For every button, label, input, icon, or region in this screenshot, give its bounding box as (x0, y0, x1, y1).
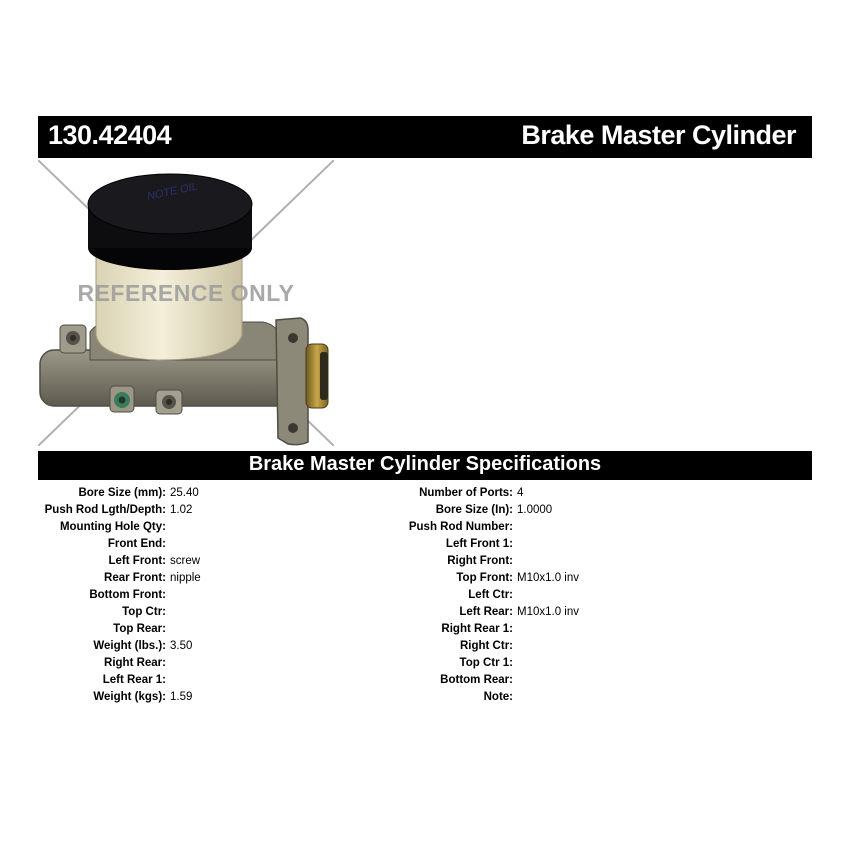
spec-row: Mounting Hole Qty: (38, 519, 338, 536)
specs-title: Brake Master Cylinder Specifications (248, 453, 602, 475)
watermark: REFERENCE ONLY (77, 280, 294, 306)
spec-label: Top Rear: (113, 623, 166, 635)
specs-title-bar: Brake Master Cylinder Specifications (38, 451, 812, 480)
spec-row: Number of Ports: 4 (350, 485, 650, 502)
spec-label: Left Ctr: (468, 589, 513, 601)
spec-value: 1.0000 (517, 504, 553, 516)
title-bar: 130.42404 Brake Master Cylinder (38, 116, 812, 158)
spec-label: Left Rear 1: (102, 674, 166, 686)
spec-label: Mounting Hole Qty: (59, 521, 166, 533)
spec-row: Top Front: M10x1.0 inv (350, 570, 650, 587)
spec-row: Left Ctr: (350, 587, 650, 604)
spec-label: Left Front 1: (445, 538, 513, 550)
port-fitting (109, 385, 135, 413)
spec-label: Bottom Rear: (440, 674, 513, 686)
part-name: Brake Master Cylinder (521, 120, 796, 150)
spec-row: Front End: (38, 536, 338, 553)
spec-label: Top Ctr 1: (459, 657, 513, 669)
spec-row: Left Front: screw (38, 553, 338, 570)
spec-label: Bore Size (mm): (78, 487, 166, 499)
spec-row: Right Rear 1: (350, 621, 650, 638)
spec-value: screw (170, 555, 201, 567)
spec-row: Note: (350, 689, 650, 706)
spec-row: Left Rear 1: (38, 672, 338, 689)
spec-value: 25.40 (170, 487, 199, 499)
spec-label: Right Ctr: (459, 640, 513, 652)
mounting-flange (275, 317, 309, 446)
spec-label: Front End: (107, 538, 166, 550)
spec-row: Rear Front: nipple (38, 570, 338, 587)
reservoir-cap: NOTE OIL (87, 173, 253, 270)
spec-row: Bore Size (mm): 25.40 (38, 485, 338, 502)
spec-row: Left Front 1: (350, 536, 650, 553)
spec-label: Bore Size (In): (435, 504, 513, 516)
fluid-reservoir (95, 239, 243, 361)
spec-row: Bottom Rear: (350, 672, 650, 689)
spec-row: Bottom Front: (38, 587, 338, 604)
spec-label: Note: (483, 691, 513, 703)
spec-row: Weight (kgs): 1.59 (38, 689, 338, 706)
spec-value: 1.59 (170, 691, 193, 703)
spec-label: Left Rear: (459, 606, 513, 618)
spec-label: Bottom Front: (89, 589, 166, 601)
spec-value: M10x1.0 inv (517, 572, 580, 584)
spec-label: Rear Front: (104, 572, 166, 584)
spec-label: Right Rear: (104, 657, 166, 669)
spec-row: Push Rod Number: (350, 519, 650, 536)
specs-right-column: Number of Ports:4 Bore Size (In):1.0000 … (350, 485, 650, 706)
product-image: NOTE OIL REFERENCE ONLY (38, 160, 334, 446)
spec-label: Weight (lbs.): (93, 640, 166, 652)
spec-row: Right Rear: (38, 655, 338, 672)
spec-value: 3.50 (170, 640, 193, 652)
spec-value: 1.02 (170, 504, 193, 516)
spec-value: nipple (170, 572, 201, 584)
spec-value: M10x1.0 inv (517, 606, 580, 618)
spec-row: Left Rear: M10x1.0 inv (350, 604, 650, 621)
spec-row: Top Rear: (38, 621, 338, 638)
spec-label: Left Front: (108, 555, 166, 567)
spec-row: Right Ctr: (350, 638, 650, 655)
spec-row: Weight (lbs.): 3.50 (38, 638, 338, 655)
spec-row: Push Rod Lgth/Depth: 1.02 (38, 502, 338, 519)
brass-seal (305, 343, 329, 409)
spec-label: Top Ctr: (122, 606, 166, 618)
spec-row: Top Ctr 1: (350, 655, 650, 672)
spec-label: Right Front: (447, 555, 513, 567)
specs-left-column: Bore Size (mm): 25.40 Push Rod Lgth/Depth… (38, 485, 338, 706)
spec-label: Push Rod Number: (408, 521, 513, 533)
spec-label: Number of Ports: (419, 487, 513, 499)
spec-row: Bore Size (In): 1.0000 (350, 502, 650, 519)
spec-label: Right Rear 1: (441, 623, 513, 635)
spec-value: 4 (517, 487, 524, 499)
spec-row: Top Ctr: (38, 604, 338, 621)
port-fitting (155, 389, 183, 415)
spec-label: Push Rod Lgth/Depth: (44, 504, 166, 516)
port-fitting (59, 324, 87, 354)
spec-label: Top Front: (456, 572, 513, 584)
part-number: 130.42404 (48, 120, 172, 150)
spec-row: Right Front: (350, 553, 650, 570)
spec-label: Weight (kgs): (93, 691, 166, 703)
